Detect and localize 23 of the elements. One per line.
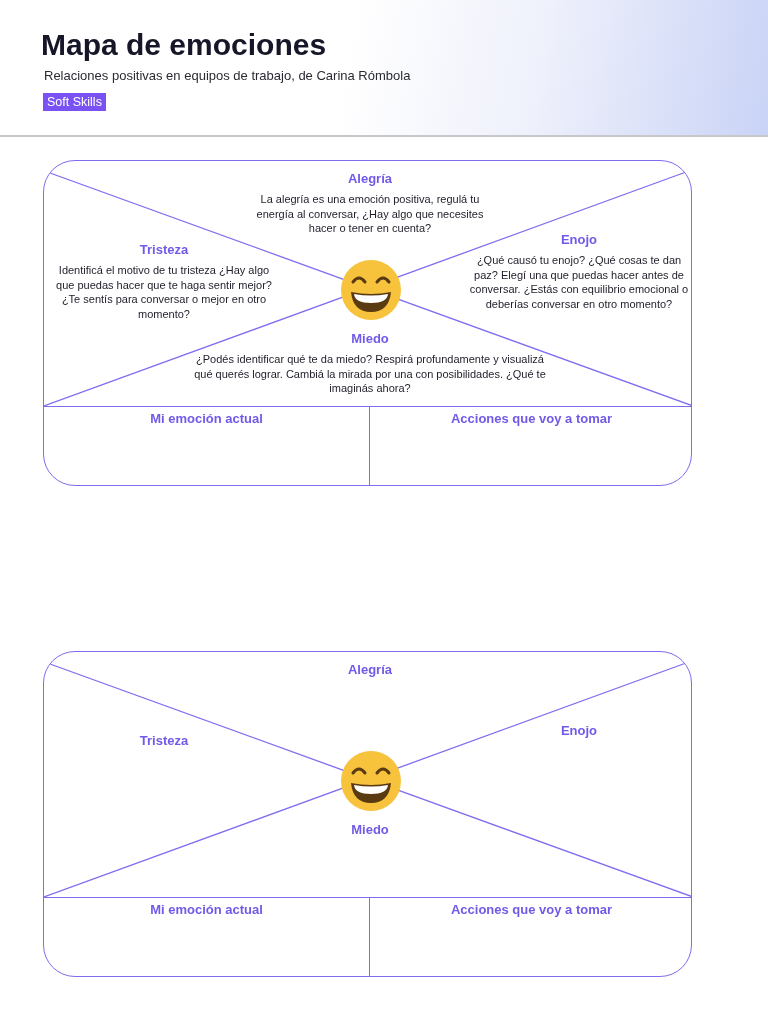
worksheet-card: [43, 651, 692, 977]
subtitle: Relaciones positivas en equipos de trabajo, de Carina Rómbola: [44, 68, 411, 83]
cell-heading: Mi emoción actual: [149, 411, 264, 426]
section-heading: Miedo: [350, 331, 390, 346]
cell-heading: Acciones que voy a tomar: [449, 902, 614, 917]
page-title: Mapa de emociones: [41, 28, 327, 62]
answer-area: [369, 406, 691, 485]
worksheet-card: [43, 160, 692, 486]
category-tag: Soft Skills: [43, 93, 106, 111]
prompt-text: ¿Podés identificar qué te da miedo? Respirá profundamente y visualizá qué querés lograr. Cambiá la mirada por una con posibilidades. ¿Qué te imaginás ahora?: [193, 352, 547, 396]
section-heading: Alegría: [346, 171, 394, 186]
cell-heading: Acciones que voy a tomar: [449, 411, 614, 426]
section-heading: Tristeza: [138, 733, 190, 748]
cell-heading: Mi emoción actual: [149, 902, 264, 917]
section-heading: Enojo: [559, 232, 599, 247]
prompt-text: La alegría es una emoción positiva, regulá tu energía al conversar, ¿Hay algo que necesites hacer o tener en cuenta?: [255, 192, 485, 236]
answer-area: [369, 897, 691, 976]
section-heading: Alegría: [346, 662, 394, 677]
section-heading: Enojo: [559, 723, 599, 738]
section-heading: Tristeza: [138, 242, 190, 257]
prompt-text: Identificá el motivo de tu tristeza ¿Hay algo que puedas hacer que te haga sentir mejor? ¿Te sentís para conversar o mejor en otro momento?: [55, 263, 273, 321]
section-heading: Miedo: [350, 822, 390, 837]
prompt-text: ¿Qué causó tu enojo? ¿Qué cosas te dan paz? Elegí una que puedas hacer antes de conversar. ¿Estás con equilibrio emocional o deberías conversar en otro momento?: [468, 253, 690, 311]
